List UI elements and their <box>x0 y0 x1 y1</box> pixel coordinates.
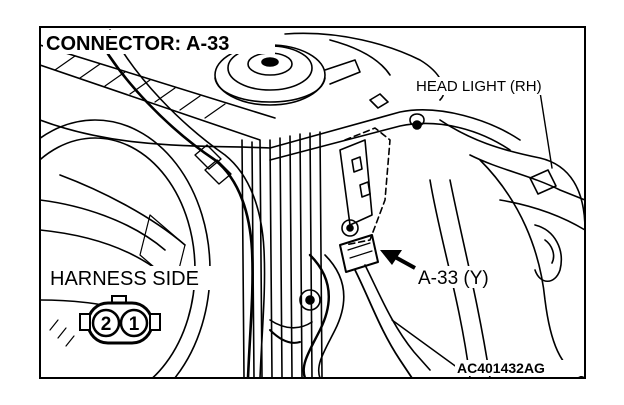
wiring-harness-drawing <box>269 253 431 378</box>
pin-1-label: 1 <box>129 314 140 335</box>
headlight-leader <box>539 91 553 169</box>
figure-title: CONNECTOR: A-33 <box>46 33 229 55</box>
connector-pinout: 2 1 <box>79 295 161 345</box>
horn-drawing <box>214 44 361 106</box>
harness-side-label: HARNESS SIDE <box>50 268 199 290</box>
title-backing <box>43 30 275 54</box>
figure-code-backing <box>455 360 583 376</box>
headlight-label: HEAD LIGHT (RH) <box>416 78 542 95</box>
figure-code-leader <box>391 319 459 369</box>
connector-arrow <box>380 250 416 270</box>
pin-2-label: 2 <box>101 314 112 335</box>
callout-backing <box>416 266 516 288</box>
figure-code: AC401432AG <box>457 360 545 376</box>
radiator-drawing <box>40 44 323 378</box>
headlight-drawing <box>409 113 585 378</box>
connector-callout: A-33 (Y) <box>418 268 489 289</box>
harness-side-backing <box>48 266 238 290</box>
connector-bracket-drawing <box>339 127 391 273</box>
support-rod-drawing <box>93 29 266 378</box>
headlight-label-backing <box>413 77 581 95</box>
